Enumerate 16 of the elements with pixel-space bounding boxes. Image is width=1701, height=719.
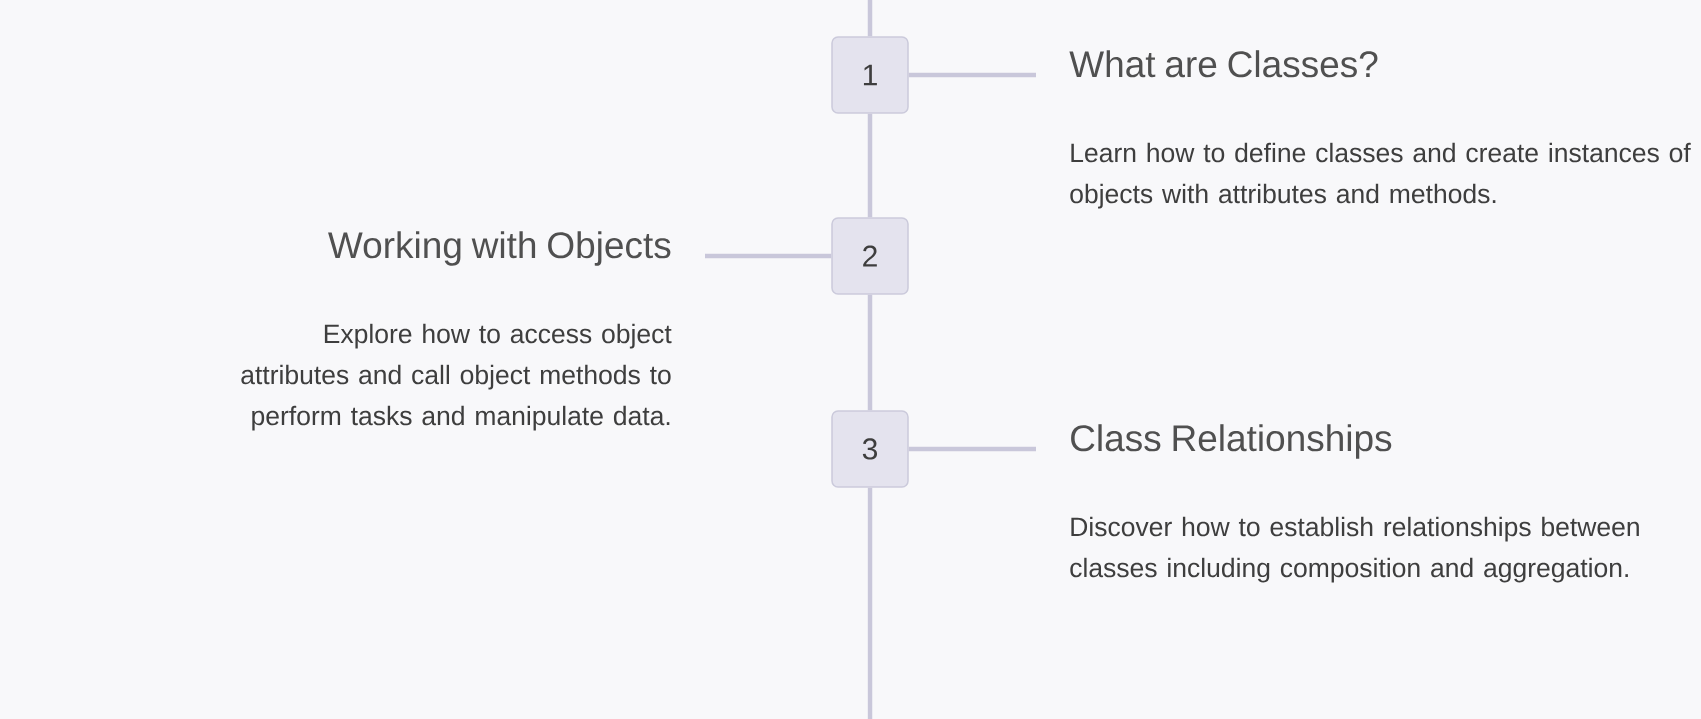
step-box: 3: [831, 410, 909, 488]
timeline-line: [867, 294, 873, 411]
connector-line: [705, 253, 832, 259]
description: Explore how to access object attributes and call object methods to perform tasks and manipulate data.: [241, 323, 672, 431]
timeline-line: [867, 113, 873, 218]
description: Learn how to define classes and create instances of objects with attributes and methods.: [1070, 142, 1691, 209]
heading: What are Classes?: [1069, 50, 1378, 78]
connector-line: [908, 446, 1036, 452]
step-box: 2: [831, 217, 909, 295]
description: Discover how to establish relationships between classes including composition and aggregation.: [1070, 516, 1639, 583]
heading: Class Relationships: [1071, 424, 1392, 459]
timeline-line: [867, 0, 873, 37]
connector-line: [908, 72, 1036, 78]
step-box: 1: [831, 36, 909, 114]
heading: Working with Objects: [328, 231, 671, 266]
timeline-line: [867, 487, 873, 719]
